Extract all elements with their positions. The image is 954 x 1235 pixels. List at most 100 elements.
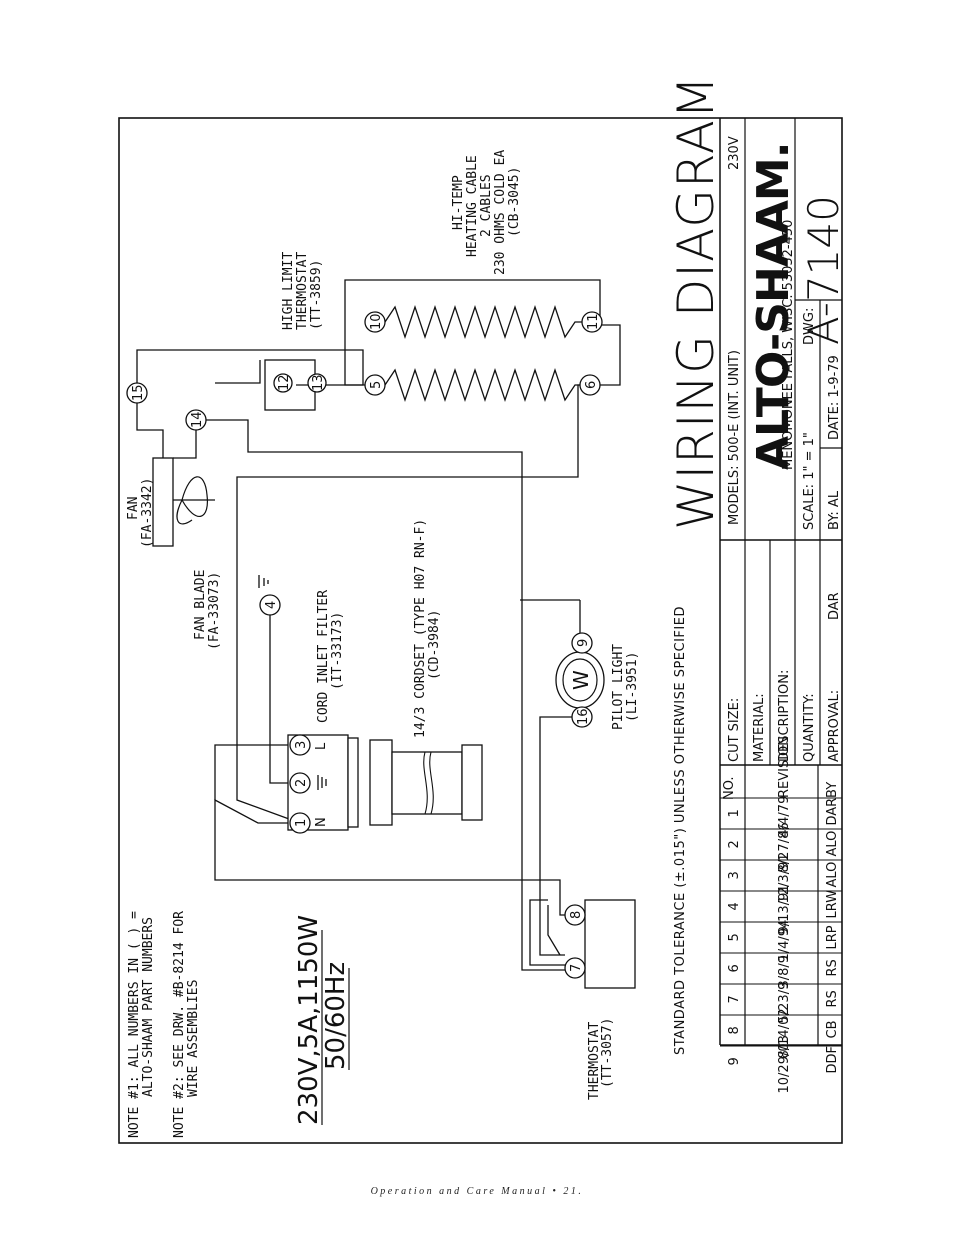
heating-cable-line4: 230 OHMS COLD EA [493, 150, 508, 275]
approval-label: APPROVAL: [827, 690, 842, 762]
rev-by: LRW [825, 890, 840, 919]
quantity-label: QUANTITY: [802, 693, 817, 762]
thermostat-body [584, 899, 636, 989]
svg-text:13: 13 [311, 374, 326, 391]
fan-blade-symbol [173, 476, 215, 525]
rev-no: 6 [727, 964, 742, 972]
heating-cable-line2: HEATING CABLE [465, 155, 480, 257]
rev-header-by: BY [825, 782, 840, 798]
note1-line2: ALTO-SHAAM PART NUMBERS [141, 917, 156, 1097]
tolerance-note: STANDARD TOLERANCE (±.015") UNLESS OTHER… [673, 606, 688, 1055]
svg-text:14: 14 [190, 411, 205, 428]
neutral-label: N [314, 817, 329, 827]
fan-motor [152, 457, 174, 547]
rev-date: 4/4/79 [777, 796, 792, 838]
high-limit-name1: HIGH LIMIT [281, 252, 296, 330]
note2-line2: WIRE ASSEMBLIES [186, 980, 201, 1097]
fan-name: FAN [126, 497, 141, 520]
svg-text:6: 6 [584, 381, 599, 389]
terminal-13: 13 [307, 373, 327, 393]
line-label: L [314, 742, 329, 750]
rev-no: 1 [727, 809, 742, 817]
terminal-4: 4 [259, 594, 281, 616]
rating-line1: 230V,5A,1150W [294, 915, 324, 1125]
terminal-8: 8 [564, 904, 586, 926]
date: DATE: 1-9-79 [827, 355, 842, 440]
models: MODELS: 500-E (INT. UNIT) [727, 350, 742, 525]
rev-by: DAR [825, 798, 840, 826]
fan-blade-part: (FA-33073) [207, 572, 222, 650]
rev-no: 9 [727, 1057, 742, 1065]
high-limit-part: (TT-3859) [309, 260, 324, 330]
wiring [136, 279, 636, 989]
rev-by: ALO [825, 862, 840, 888]
cord-filter-part: (IT-33173) [330, 612, 345, 690]
rev-by: ALO [825, 831, 840, 857]
svg-text:3: 3 [294, 741, 309, 749]
svg-text:7: 7 [569, 964, 584, 972]
terminal-5: 5 [364, 374, 386, 396]
dwg-label: DWG: [802, 308, 817, 345]
rev-no: 4 [727, 902, 742, 910]
rev-header-revision: REVISION [777, 736, 792, 798]
terminal-14: 14 [185, 409, 207, 431]
title-block: WIRING DIAGRAM 230V MODELS: 500-E (INT. … [667, 75, 848, 1045]
terminal-15: 15 [126, 382, 148, 404]
rev-date: 10/29/03 [777, 1035, 792, 1093]
rating-line2: 50/60Hz [321, 962, 351, 1070]
terminal-1: 1 [289, 812, 311, 834]
rev-date: 5/23/9 [777, 982, 792, 1024]
terminal-3: 3 [289, 734, 311, 756]
svg-text:4: 4 [264, 601, 279, 609]
rev-header-no: NO. [722, 776, 737, 800]
svg-text:12: 12 [277, 374, 292, 391]
heating-cable-line3: 2 CABLES [479, 174, 494, 237]
rev-no: 3 [727, 871, 742, 879]
component-labels: THERMOSTAT (TT-3057) CORD INLET FILTER (… [126, 150, 640, 1100]
rev-by: RS [825, 959, 840, 976]
heating-cable-line5: (CB-3045) [507, 167, 522, 237]
svg-text:16: 16 [576, 708, 591, 725]
rev-by: DDF [825, 1046, 840, 1074]
note1-line1: NOTE #1: ALL NUMBERS IN ( ) = [127, 911, 142, 1138]
terminal-16: 16 [571, 706, 593, 728]
fan-part: (FA-3342) [140, 478, 155, 548]
terminal-10: 10 [364, 311, 386, 333]
pilot-light-name: PILOT LIGHT [611, 644, 626, 730]
terminal-2: 2 [289, 772, 311, 794]
thermostat-name: THERMOSTAT [587, 1022, 602, 1100]
cordset-plug [369, 739, 393, 826]
terminal-12: 12 [273, 373, 293, 393]
svg-text:15: 15 [131, 384, 146, 401]
cordset-part: (CD-3984) [427, 610, 442, 680]
terminal-7: 7 [564, 957, 586, 979]
svg-text:11: 11 [586, 313, 601, 330]
voltage: 230V [727, 136, 742, 170]
rev-no: 5 [727, 933, 742, 941]
electrical-rating: 230V,5A,1150W 50/60Hz [294, 915, 351, 1125]
dwg-number: A-7140 [799, 195, 848, 345]
scale: SCALE: 1" = 1" [802, 432, 817, 530]
cordset-name: 14/3 CORDSET (TYPE H07 RN-F) [413, 519, 428, 738]
heating-coil-1 [384, 367, 585, 403]
terminal-11: 11 [581, 311, 603, 333]
svg-text:5: 5 [369, 381, 384, 389]
svg-text:1: 1 [294, 819, 309, 827]
svg-text:10: 10 [369, 313, 384, 330]
cord-filter-name: CORD INLET FILTER [316, 590, 331, 723]
diagram-title: WIRING DIAGRAM [667, 75, 725, 530]
svg-text:9: 9 [576, 639, 591, 647]
heating-cable-line1: HI-TEMP [451, 175, 466, 230]
approval-by: DAR [827, 592, 842, 620]
terminal-nodes: 1 2 3 4 5 6 7 8 9 10 11 12 13 14 15 16 N… [126, 311, 603, 979]
rev-date: 1/4/94 [777, 920, 792, 962]
notes: NOTE #1: ALL NUMBERS IN ( ) = ALTO-SHAAM… [127, 911, 201, 1138]
note2-line1: NOTE #2: SEE DRW. #B-8214 FOR [172, 911, 187, 1138]
pilot-light-symbol-letter: W [569, 670, 593, 690]
drawing-border [118, 117, 843, 1144]
pilot-light-part: (LI-3951) [625, 652, 640, 722]
rev-by: RS [825, 990, 840, 1007]
brand-logo: ALTO-SHAAM. [748, 143, 799, 470]
